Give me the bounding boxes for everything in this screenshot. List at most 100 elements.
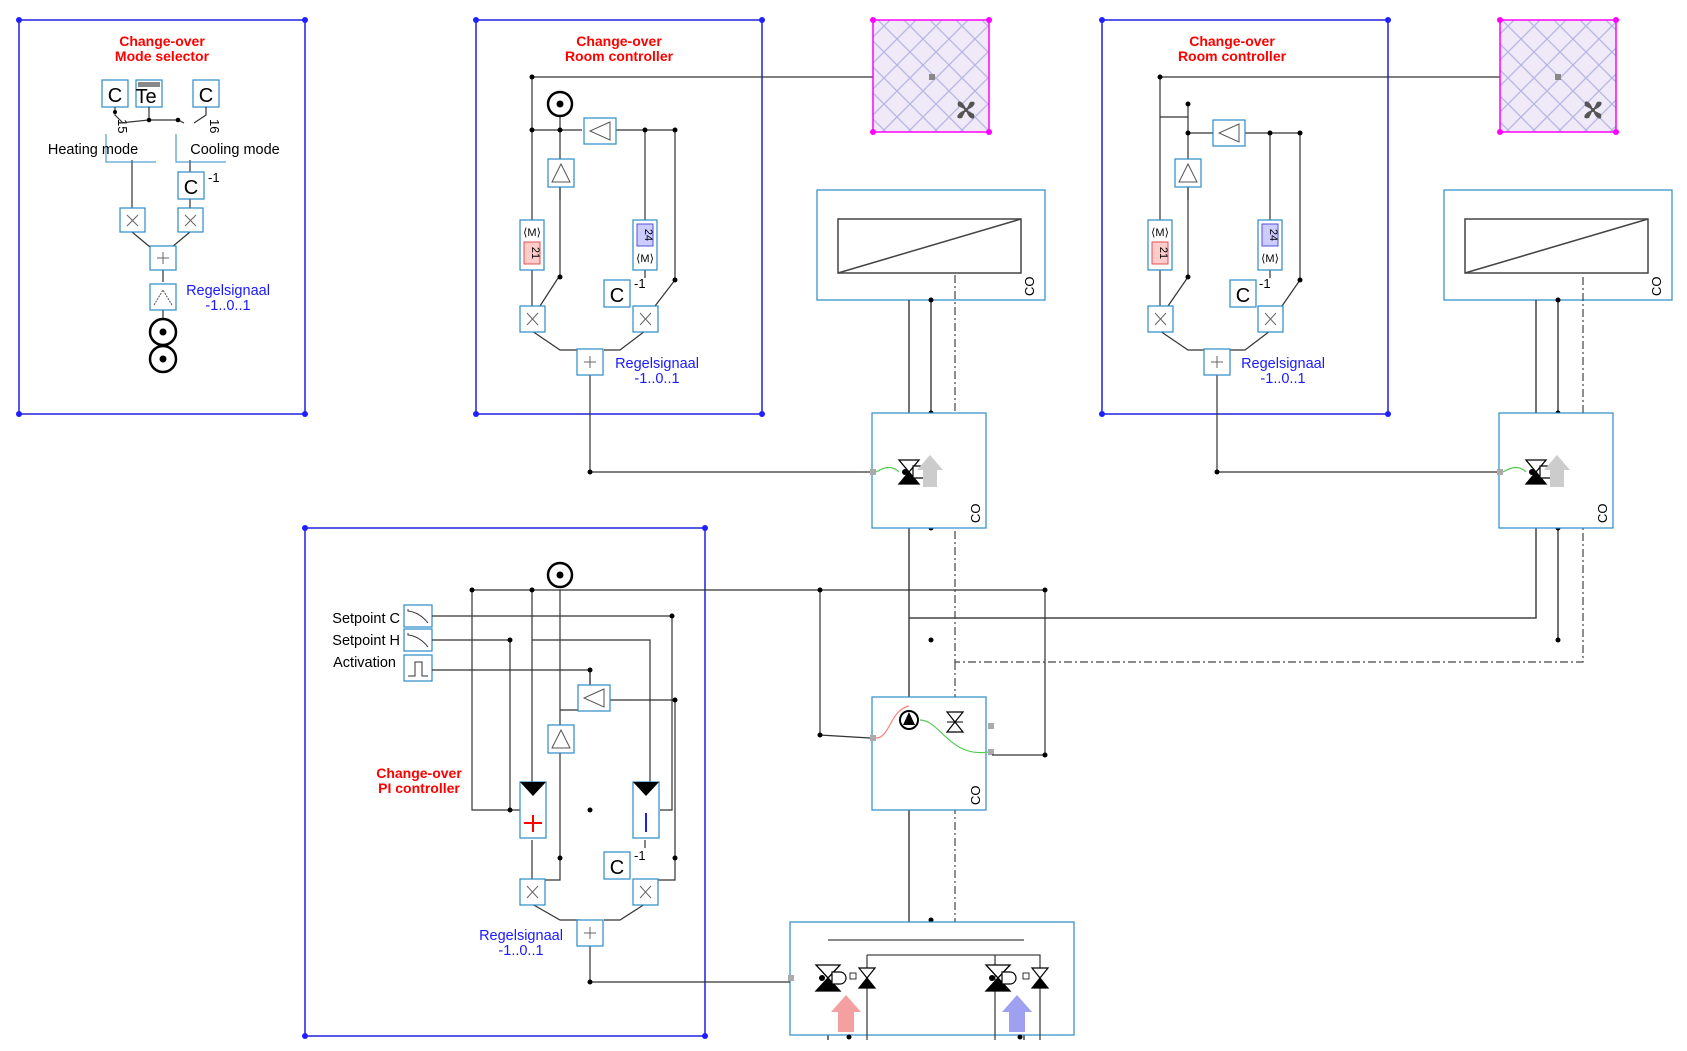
panel-corner-handles: [1099, 17, 1391, 417]
pi-controller-title-1: Change-over: [376, 765, 462, 781]
sum-block-icon[interactable]: [576, 919, 604, 947]
three-way-valve-icon: [814, 964, 847, 992]
component-tag: CO: [1595, 504, 1610, 524]
constant-block-icon[interactable]: C: [192, 79, 220, 108]
product-block-icon[interactable]: [119, 207, 146, 233]
svg-text:C: C: [610, 285, 624, 307]
constant-block-icon[interactable]: C: [603, 851, 631, 880]
heating-mode-label: Heating mode: [48, 142, 138, 158]
control-valve-icon: [1524, 459, 1556, 485]
schedule-block-icon[interactable]: [403, 654, 433, 682]
junction-dots: [1157, 74, 1303, 475]
component-tag: CO: [968, 504, 983, 524]
panel-frame: [18, 19, 306, 415]
product-block-icon[interactable]: [177, 207, 204, 233]
cooling-mode-comparator[interactable]: [175, 134, 226, 163]
gain-block-icon[interactable]: [583, 117, 617, 145]
heating-setpoint-block[interactable]: ⟨M⟩ 21: [519, 219, 545, 271]
supply-collector-unit[interactable]: [788, 921, 1075, 1040]
heat-exchanger-unit-1[interactable]: CO: [816, 189, 1046, 301]
control-valve-unit-1[interactable]: CO: [870, 412, 987, 529]
component-tag: CO: [968, 786, 983, 806]
svg-text:24: 24: [642, 229, 654, 241]
gain-value: -1: [208, 170, 220, 185]
heating-mode-comparator[interactable]: [105, 134, 156, 163]
product-block-icon[interactable]: [519, 305, 546, 333]
mode-selector-panel: Change-over Mode selector C 15 Te C 16: [16, 17, 308, 417]
svg-text:C: C: [108, 85, 122, 107]
cooling-setpoint-block[interactable]: 24 ⟨M⟩: [1257, 219, 1283, 271]
panel-frame: [1101, 19, 1389, 415]
mode-signal-label-2: -1..0..1: [205, 298, 250, 314]
panel-corner-handles: [302, 525, 708, 1039]
constant-block-icon[interactable]: C: [1229, 279, 1257, 308]
gain-value: -1: [634, 276, 646, 291]
room-controller-1-panel: Change-over Room controller: [473, 17, 932, 475]
limiter-block-icon[interactable]: [547, 724, 575, 754]
constant-block-icon[interactable]: C: [603, 279, 631, 308]
svg-text:⟨M⟩: ⟨M⟩: [523, 227, 541, 239]
sum-block-icon[interactable]: [149, 245, 177, 271]
limiter-block-icon[interactable]: [547, 158, 575, 188]
cooling-setpoint-block[interactable]: 24 ⟨M⟩: [632, 219, 658, 271]
svg-text:Te: Te: [135, 86, 156, 108]
control-valve-unit-2[interactable]: CO: [1497, 412, 1614, 529]
heat-exchanger-unit-2[interactable]: CO: [1443, 189, 1673, 301]
control-valve-icon: [897, 459, 929, 485]
svg-text:C: C: [1236, 285, 1250, 307]
sum-block-icon[interactable]: [576, 348, 604, 376]
pi-cooling-block[interactable]: [632, 781, 660, 839]
three-way-valve-icon: [984, 964, 1017, 992]
pi-controller-wiring: [432, 589, 1046, 983]
constant-block-icon[interactable]: C: [101, 79, 129, 108]
product-block-icon[interactable]: [519, 878, 546, 906]
sensor-node-icon[interactable]: [148, 317, 178, 347]
check-valve-icon: [1022, 967, 1050, 989]
heating-setpoint-block[interactable]: ⟨M⟩ 21: [1147, 219, 1173, 271]
pi-signal-label-2: -1..0..1: [498, 943, 543, 959]
component-tag: CO: [1649, 277, 1664, 297]
svg-text:21: 21: [1157, 247, 1169, 259]
junction-dots: [469, 587, 1048, 985]
up-arrow-icon: [831, 995, 861, 1032]
room-2-signal-label-2: -1..0..1: [1260, 371, 1305, 387]
product-block-icon[interactable]: [1257, 305, 1284, 333]
room-controller-2-title-1: Change-over: [1189, 33, 1275, 49]
pump-unit[interactable]: CO: [870, 696, 994, 811]
schedule-block-icon[interactable]: [403, 628, 433, 652]
svg-text:C: C: [184, 177, 198, 199]
sum-block-icon[interactable]: [1203, 348, 1231, 376]
svg-text:C: C: [199, 85, 213, 107]
component-tag: CO: [1022, 277, 1037, 297]
product-block-icon[interactable]: [1147, 305, 1174, 333]
gain-block-icon[interactable]: [1212, 119, 1246, 147]
room-1-signal-label-2: -1..0..1: [634, 371, 679, 387]
sensor-node-icon[interactable]: [546, 90, 574, 118]
product-block-icon[interactable]: [632, 305, 659, 333]
fan-coil-tile-1[interactable]: [870, 17, 992, 135]
panel-frame: [304, 527, 706, 1037]
sensor-node-icon[interactable]: [148, 344, 178, 374]
cooling-mode-label: Cooling mode: [190, 142, 279, 158]
svg-text:⟨M⟩: ⟨M⟩: [1151, 227, 1169, 239]
svg-text:24: 24: [1267, 229, 1279, 241]
fan-icon: [1584, 101, 1602, 119]
constant-block-icon[interactable]: C: [177, 171, 205, 200]
outdoor-temp-sensor-icon[interactable]: Te: [135, 79, 163, 108]
schedule-block-icon[interactable]: [403, 604, 433, 628]
room-controller-2-panel: Change-over Room controller: [1099, 17, 1558, 475]
gain-value: -1: [1259, 276, 1271, 291]
sensor-node-icon[interactable]: [546, 561, 574, 589]
junction-dots: [113, 110, 181, 123]
product-block-icon[interactable]: [632, 878, 659, 906]
pi-heating-block[interactable]: [519, 781, 547, 839]
svg-text:21: 21: [529, 247, 541, 259]
limiter-block-icon[interactable]: [1174, 158, 1202, 188]
check-valve-icon: [849, 967, 877, 989]
room-1-signal-label-1: Regelsignaal: [615, 356, 699, 372]
pi-controller-panel: Change-over PI controller Setpoint C Set…: [302, 525, 1048, 1039]
limiter-block-icon[interactable]: [149, 283, 177, 311]
fan-coil-tile-2[interactable]: [1497, 17, 1619, 135]
gain-block-icon[interactable]: [577, 684, 611, 712]
panel-corner-handles: [473, 17, 765, 417]
